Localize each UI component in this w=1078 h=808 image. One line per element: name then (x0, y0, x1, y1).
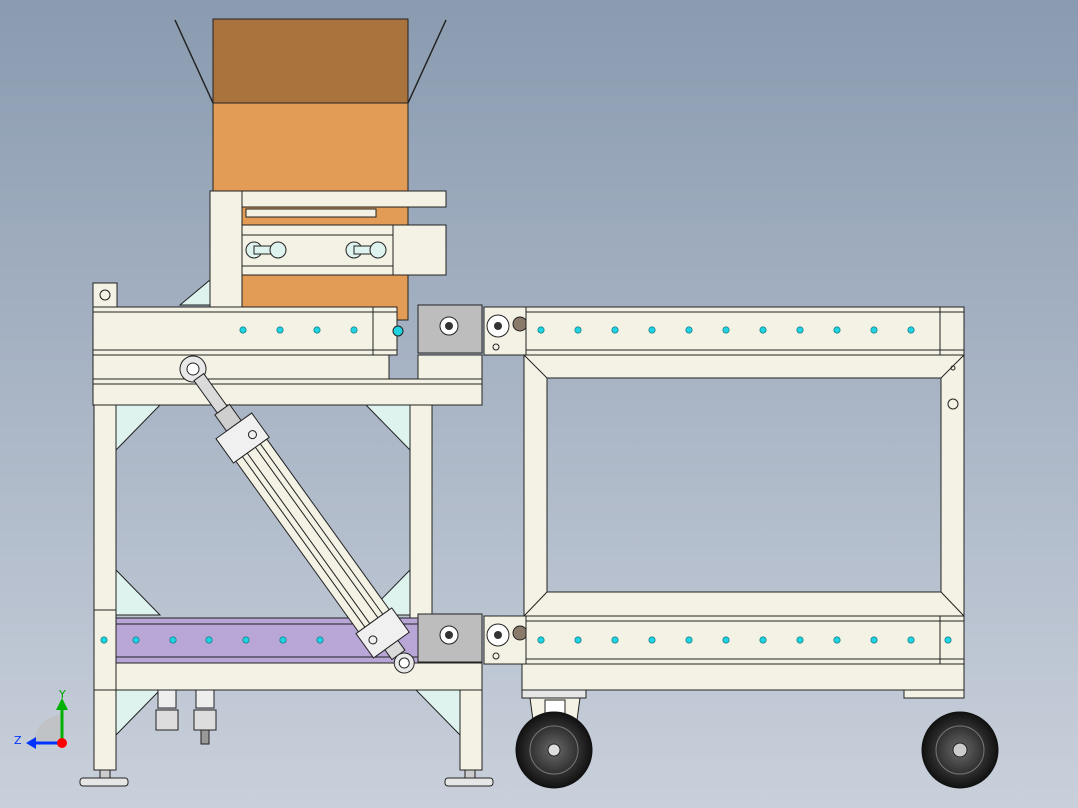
swivel-caster (515, 689, 593, 789)
mounting-hole (350, 326, 358, 334)
mounting-hole (537, 326, 545, 334)
mounting-hole (205, 636, 213, 644)
triad-y-arrow-icon (56, 698, 68, 710)
mounting-hole (685, 326, 693, 334)
mounting-hole (907, 636, 915, 644)
mounting-hole (132, 636, 140, 644)
mounting-hole (759, 326, 767, 334)
mounting-hole (833, 636, 841, 644)
mounting-hole (242, 636, 250, 644)
mounting-hole (611, 326, 619, 334)
mounting-hole (537, 636, 545, 644)
mounting-hole (796, 326, 804, 334)
mounting-hole (574, 326, 582, 334)
mounting-hole (870, 636, 878, 644)
pneumatic-fitting (155, 689, 179, 731)
caster-wheel (921, 711, 999, 789)
triad-x-axis-dot (57, 738, 67, 748)
hinge-lower (417, 613, 528, 665)
mounting-hole (169, 636, 177, 644)
mounting-hole (870, 326, 878, 334)
mounting-hole (722, 326, 730, 334)
triad-z-label: Z (14, 734, 22, 747)
mounting-hole (944, 636, 952, 644)
mounting-hole (316, 636, 324, 644)
triad-z-arrow-icon (26, 737, 36, 749)
keyhole-slot (345, 241, 387, 259)
mounting-hole (759, 636, 767, 644)
hinge-upper (417, 304, 528, 356)
leveling-foot (79, 769, 129, 787)
sensor-fitting (392, 325, 404, 337)
triad-y-label: Y (58, 688, 66, 701)
mounting-hole (648, 326, 656, 334)
mounting-hole (611, 636, 619, 644)
mounting-hole (574, 636, 582, 644)
mounting-hole (833, 326, 841, 334)
mounting-hole (796, 636, 804, 644)
leveling-foot (444, 769, 494, 787)
pneumatic-cylinder (179, 355, 415, 674)
triad-arc (34, 715, 62, 743)
coordinate-triad[interactable]: Y Z (14, 688, 68, 749)
mounting-holes (100, 326, 952, 644)
mounting-hole (100, 636, 108, 644)
mounting-hole (276, 326, 284, 334)
cart-frame (521, 306, 965, 699)
mounting-hole (685, 636, 693, 644)
keyhole-slot (245, 241, 287, 259)
mounting-hole (648, 636, 656, 644)
mounting-hole (279, 636, 287, 644)
pneumatic-fitting (193, 689, 217, 745)
box-clamp-bracket (209, 190, 447, 308)
mounting-hole (239, 326, 247, 334)
mounting-hole (907, 326, 915, 334)
mounting-hole (313, 326, 321, 334)
mounting-hole (722, 636, 730, 644)
